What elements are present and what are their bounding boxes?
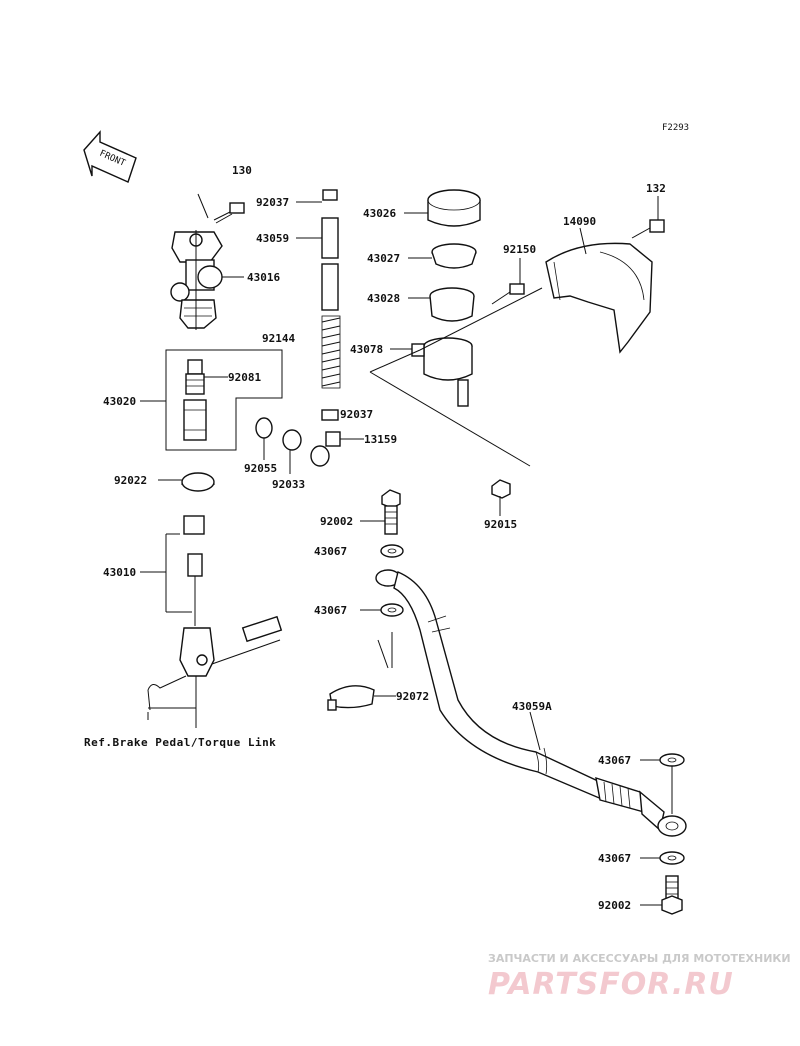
label-43067-a: 43067 [314, 545, 347, 558]
piston-assembly-part [183, 399, 207, 441]
circlip-92022-part [180, 472, 216, 492]
label-92081: 92081 [228, 371, 261, 384]
guard-14090-part [545, 242, 653, 354]
label-132: 132 [646, 182, 666, 195]
label-92055: 92055 [244, 462, 277, 475]
label-43027: 43027 [367, 252, 400, 265]
label-43026: 43026 [363, 207, 396, 220]
label-43059: 43059 [256, 232, 289, 245]
washer-43067-b-part [380, 603, 404, 617]
cotter-pin-part [147, 675, 187, 711]
reservoir-cap-43026-part [427, 189, 481, 227]
reservoir-43078-part [411, 337, 473, 407]
label-13159: 13159 [364, 433, 397, 446]
watermark-subtitle: ЗАПЧАСТИ И АКСЕССУАРЫ ДЛЯ МОТОТЕХНИКИ [488, 952, 791, 965]
master-cylinder-body-part [170, 231, 223, 329]
diaphragm-plate-43027-part [431, 243, 477, 269]
washer-43067-d-part [659, 851, 685, 865]
o-ring-92055-part [255, 417, 273, 439]
clevis-pin-part [241, 615, 283, 643]
label-92022: 92022 [114, 474, 147, 487]
label-43067-b: 43067 [314, 604, 347, 617]
label-43010: 43010 [103, 566, 136, 579]
label-130: 130 [232, 164, 252, 177]
bolt-130-part [213, 202, 245, 224]
nut-92015-part [491, 479, 511, 499]
label-92002-bottom: 92002 [598, 899, 631, 912]
washer-43067-a-part [380, 544, 404, 558]
group-bracket-43010 [165, 533, 192, 613]
label-92037-bottom: 92037 [340, 408, 373, 421]
label-43078: 43078 [350, 343, 383, 356]
group-bracket-43020 [165, 349, 283, 451]
label-92033: 92033 [272, 478, 305, 491]
hose-43059-part [321, 217, 339, 311]
label-92144: 92144 [262, 332, 295, 345]
reference-brake-pedal-torque-link: Ref.Brake Pedal/Torque Link [84, 736, 276, 749]
label-43059a: 43059A [512, 700, 552, 713]
bolt-132-part [631, 219, 665, 239]
bolt-92150-part [491, 283, 525, 305]
banjo-bolt-92002-bottom-part [661, 875, 683, 915]
label-92015: 92015 [484, 518, 517, 531]
front-arrow-icon: FRONT [83, 130, 137, 183]
label-43067-d: 43067 [598, 852, 631, 865]
hose-end-fitting-part [595, 776, 687, 837]
brake-hose-43059a-part [375, 569, 605, 802]
label-43020: 43020 [103, 395, 136, 408]
spring-92144-part [321, 315, 341, 389]
label-92072: 92072 [396, 690, 429, 703]
label-43067-c: 43067 [598, 754, 631, 767]
label-43016: 43016 [247, 271, 280, 284]
washer-43067-c-part [659, 753, 685, 767]
dust-boot-part [183, 515, 205, 535]
label-43028: 43028 [367, 292, 400, 305]
diagram-code: F2293 [662, 123, 689, 133]
watermark-logo: PARTSFOR.RU [488, 967, 734, 1002]
label-92002-top: 92002 [320, 515, 353, 528]
clamp-92072-part [327, 685, 375, 711]
piston-92081-part [185, 359, 205, 395]
hose-clamp-92037-bottom-part [321, 409, 339, 421]
fitting-13159-part [310, 431, 341, 467]
label-92150: 92150 [503, 243, 536, 256]
push-rod-part [179, 553, 215, 677]
label-14090: 14090 [563, 215, 596, 228]
diaphragm-43028-part [429, 287, 475, 322]
label-92037-top: 92037 [256, 196, 289, 209]
hose-clamp-92037-top-part [322, 189, 338, 201]
washer-92033-part [282, 429, 302, 451]
banjo-bolt-92002-top-part [381, 489, 401, 535]
